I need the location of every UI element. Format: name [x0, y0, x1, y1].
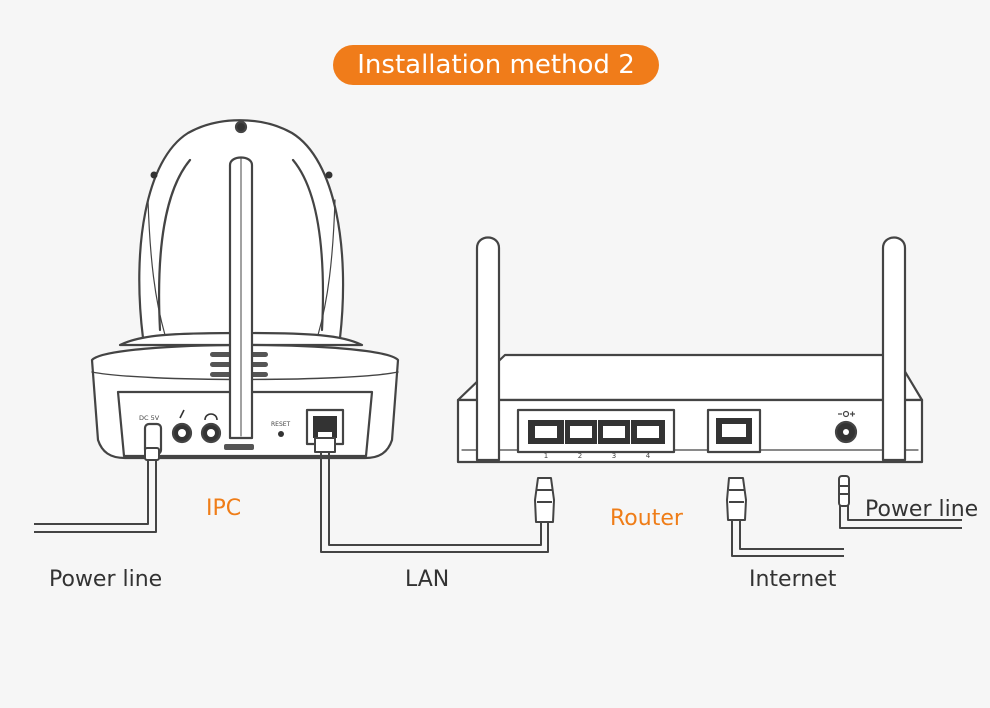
power-line-left-label: Power line: [49, 567, 163, 592]
power-cable-right: [839, 505, 962, 529]
headphone-icon: [204, 413, 218, 421]
router: [456, 236, 924, 464]
router-port-2-label: 2: [578, 452, 582, 460]
camera-power-plug: [144, 447, 160, 461]
router-port-4-label: 4: [646, 452, 651, 460]
lan-label: LAN: [405, 567, 450, 592]
reset-port-label: RESET: [271, 421, 291, 428]
router-label: Router: [610, 506, 683, 531]
router-power-plug: [838, 475, 850, 507]
ip-camera: [90, 119, 400, 460]
lan-cable: [328, 450, 542, 546]
ipc-label: IPC: [206, 496, 242, 521]
router-port-3-label: 3: [612, 452, 616, 460]
internet-label: Internet: [749, 567, 837, 592]
microphone-icon: [179, 409, 185, 419]
dc-polarity-icon: [838, 410, 855, 418]
router-lan-plug: [534, 477, 555, 523]
title-banner: Installation method 2: [333, 45, 659, 85]
power-cable-left: [34, 454, 149, 525]
router-port-1-label: 1: [544, 452, 548, 460]
power-line-right-label: Power line: [865, 497, 979, 522]
internet-plug: [726, 477, 747, 521]
internet-cable: [739, 518, 844, 550]
dc-port-label: DC 5V: [139, 414, 160, 422]
camera-lan-plug: [314, 437, 336, 453]
